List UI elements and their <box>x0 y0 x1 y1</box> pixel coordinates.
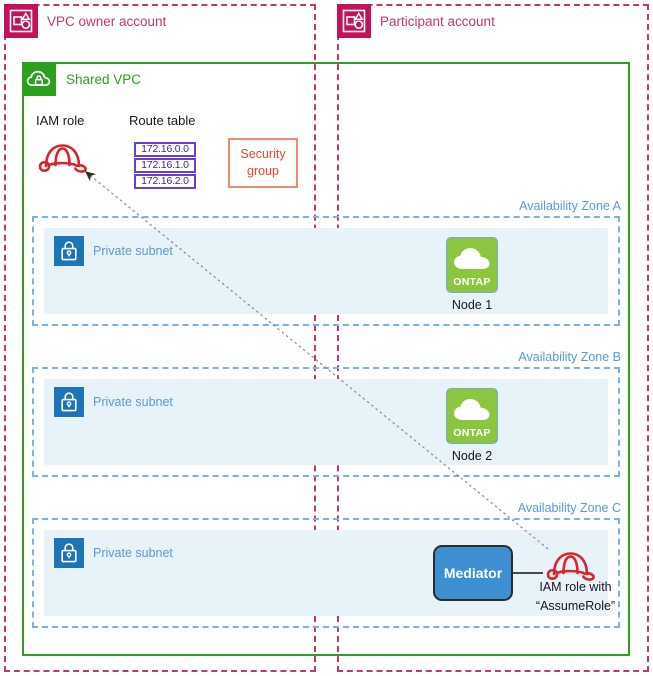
ontap-badge-text: ONTAP <box>453 427 491 439</box>
private-subnet-lock-icon <box>54 538 84 568</box>
availability-zone-b-label: Availability Zone B <box>518 350 621 364</box>
availability-zone-a-box: Private subnet <box>32 216 620 326</box>
iam-role-hat-icon <box>38 144 87 173</box>
assume-role-caption-line2: “AssumeRole” <box>535 599 616 613</box>
participant-account-header: Participant account <box>337 4 495 38</box>
private-subnet-b-label: Private subnet <box>93 395 173 409</box>
security-group-label-line2: group <box>247 164 279 178</box>
cloud-glyph <box>454 399 490 420</box>
vpc-owner-account-header: VPC owner account <box>4 4 166 38</box>
private-subnet-a: Private subnet <box>44 228 608 314</box>
shared-vpc-boundary <box>22 62 630 656</box>
availability-zone-a-label: Availability Zone A <box>519 199 621 213</box>
ontap-node-2-label: Node 2 <box>451 449 493 463</box>
private-subnet-lock-icon <box>54 236 84 266</box>
availability-zone-b-box: Private subnet <box>32 367 620 477</box>
iam-role-hat-icon <box>546 552 595 581</box>
vpc-cloud-lock-icon <box>22 62 56 96</box>
private-subnet-b-header: Private subnet <box>54 387 173 417</box>
participant-account-label: Participant account <box>380 13 495 29</box>
mediator-iam-connector <box>513 572 543 574</box>
private-subnet-lock-icon <box>54 387 84 417</box>
shared-vpc-header: Shared VPC <box>22 62 141 96</box>
mediator-label: Mediator <box>443 565 503 581</box>
private-subnet-c-label: Private subnet <box>93 546 173 560</box>
route-table-entry: 172.16.0.0 <box>134 142 196 157</box>
route-table-entry: 172.16.1.0 <box>134 158 196 173</box>
ontap-node-2: ONTAP Node 2 <box>446 388 498 463</box>
ontap-cloud-icon: ONTAP <box>446 388 498 444</box>
security-group-label-line1: Security <box>240 147 286 161</box>
aws-account-icon <box>337 4 371 38</box>
assume-role-caption: IAM role with “AssumeRole” <box>513 578 638 616</box>
aws-account-icon <box>4 4 38 38</box>
availability-zone-c-label: Availability Zone C <box>517 501 621 515</box>
ontap-badge-text: ONTAP <box>453 276 491 288</box>
ontap-node-1: ONTAP Node 1 <box>446 237 498 312</box>
private-subnet-a-label: Private subnet <box>93 244 173 258</box>
mediator-box: Mediator <box>433 545 513 601</box>
shared-vpc-label: Shared VPC <box>66 71 142 87</box>
assume-role-caption-line1: IAM role with <box>539 580 612 594</box>
cloud-glyph <box>454 248 490 269</box>
private-subnet-c-header: Private subnet <box>54 538 173 568</box>
route-table-entry: 172.16.2.0 <box>134 174 196 189</box>
route-table-title: Route table <box>129 113 196 128</box>
vpc-owner-account-label: VPC owner account <box>47 13 167 29</box>
ontap-node-1-label: Node 1 <box>451 298 493 312</box>
ontap-cloud-icon: ONTAP <box>446 237 498 293</box>
security-group-box: Security group <box>228 138 298 188</box>
private-subnet-b: Private subnet <box>44 379 608 465</box>
private-subnet-a-header: Private subnet <box>54 236 173 266</box>
iam-role-title: IAM role <box>36 113 85 128</box>
